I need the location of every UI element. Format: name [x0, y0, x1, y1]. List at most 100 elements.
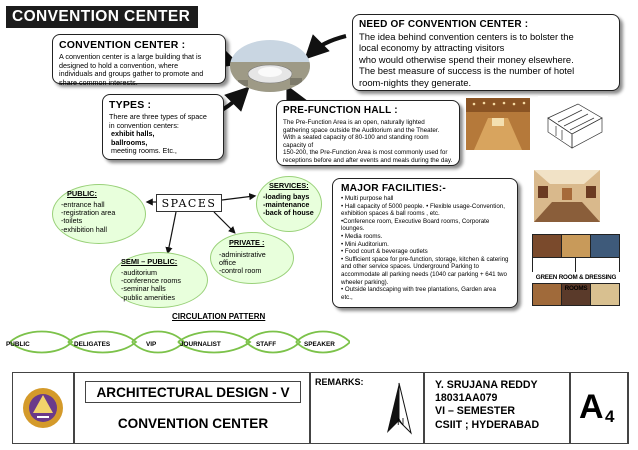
college-logo-icon — [23, 388, 63, 428]
prefunction-line: gathering space outside the Auditorium a… — [283, 126, 440, 134]
semi-public-item: -seminar halls — [121, 284, 166, 294]
student-id: 18031AA079 — [435, 392, 498, 405]
major-facilities-box: MAJOR FACILITIES:- • Multi purpose hall … — [332, 178, 518, 308]
private-heading: PRIVATE : — [229, 238, 265, 247]
student-cell: Y. SRUJANA REDDY 18031AA079 VI – SEMESTE… — [424, 372, 570, 444]
north-arrow-icon — [387, 382, 412, 435]
facility-line: • Outside landscaping with tree plantati… — [341, 286, 496, 301]
prefunction-line: 150-200, the Pre-Function Area is most c… — [283, 149, 448, 157]
need-heading: NEED OF CONVENTION CENTER : — [359, 19, 529, 30]
prefunction-text: The Pre-Function Area is an open, natura… — [283, 119, 453, 165]
green-room-caption: GREEN ROOM & DRESSING ROOMS — [532, 272, 620, 292]
semi-public-bubble: SEMI – PUBLIC: -auditorium -conference r… — [110, 252, 208, 308]
green-room-photo-collage: GREEN ROOM & DRESSING ROOMS — [532, 234, 620, 306]
prefunction-line: The Pre-Function Area is an open, natura… — [283, 119, 425, 126]
facility-line: • Media rooms. — [341, 232, 383, 240]
sheet-letter: A — [579, 388, 604, 426]
public-item: -entrance hall — [61, 200, 105, 209]
semester: VI – SEMESTER — [435, 405, 516, 418]
public-item: -registration area — [61, 208, 116, 218]
definition-heading: CONVENTION CENTER : — [59, 39, 186, 51]
private-item: -control room — [219, 266, 262, 276]
exhibition-hall-photo — [534, 170, 600, 222]
title-block: ARCHITECTURAL DESIGN - V CONVENTION CENT… — [12, 372, 629, 444]
need-line: The idea behind convention centers is to… — [359, 31, 574, 42]
course-name: ARCHITECTURAL DESIGN - V — [85, 381, 301, 403]
facilities-list: • Multi purpose hall • Hall capacity of … — [341, 195, 509, 301]
types-item: ballrooms, — [111, 137, 148, 147]
circulation-title: CIRCULATION PATTERN — [172, 312, 266, 321]
convention-center-aerial-photo — [230, 40, 310, 92]
remarks-label: REMARKS: — [315, 377, 364, 387]
services-item: -maintenance — [263, 200, 310, 210]
need-line: room-nights they generate. — [359, 76, 472, 88]
types-box: TYPES : There are three types of space i… — [102, 94, 224, 160]
spaces-label: SPACES — [156, 194, 222, 212]
hall-plan-drawing — [538, 96, 608, 154]
definition-line: designed to hold a convention, where — [59, 60, 179, 70]
facility-line: • Mini Auditorium. — [341, 240, 389, 248]
circulation-label: STAFF — [256, 341, 277, 348]
sheet-cell: A 4 — [570, 372, 629, 444]
public-item: -exhibition hall — [61, 224, 107, 234]
facility-line: •Conference room, Executive Board rooms,… — [341, 217, 490, 225]
page-title: CONVENTION CENTER — [6, 6, 198, 28]
facility-line: • Sufficient space for pre-function, sto… — [341, 255, 509, 263]
semi-public-item: -auditorium — [121, 268, 157, 277]
student-name: Y. SRUJANA REDDY — [435, 379, 538, 391]
semi-public-heading: SEMI – PUBLIC: — [121, 257, 178, 266]
circulation-label: SPEAKER — [304, 341, 335, 348]
services-item: -loading bays — [263, 192, 310, 201]
private-item: office — [219, 258, 237, 268]
prefunction-line: With a seated capacity of 80-100 and sta… — [283, 134, 429, 149]
facility-line: and other service spaces. Underground Pa… — [341, 263, 479, 271]
need-of-convention-center-box: NEED OF CONVENTION CENTER : The idea beh… — [352, 14, 620, 91]
circulation-label: VIP — [146, 341, 157, 348]
prefunction-line: receptions before and after events and m… — [283, 156, 453, 164]
public-heading: PUBLIC: — [67, 189, 97, 198]
logo-cell — [12, 372, 74, 444]
types-text: There are three types of space in conven… — [109, 112, 217, 156]
prefunction-heading: PRE-FUNCTION HALL : — [283, 105, 398, 116]
need-line: local economy by attracting visitors — [359, 42, 505, 54]
circulation-diagram — [9, 330, 350, 354]
definition-line: share common interests. — [59, 77, 138, 87]
circulation-label: DELIGATES — [74, 341, 111, 348]
private-bubble: PRIVATE : -administrative office -contro… — [210, 232, 294, 284]
circulation-label: JOURNALIST — [180, 341, 221, 348]
definition-line: individuals and groups gather to promote… — [59, 69, 204, 79]
services-item: -back of house — [263, 208, 314, 218]
services-heading: SERVICES: — [269, 181, 309, 190]
public-spaces-bubble: PUBLIC: -entrance hall -registration are… — [52, 184, 146, 244]
definition-line: A convention center is a large building … — [59, 52, 202, 61]
facility-line: • Food court & beverage outlets — [341, 248, 428, 256]
circulation-label: PUBLIC — [6, 341, 30, 348]
sheet-number: 4 — [605, 407, 615, 426]
semi-public-item: -conference rooms — [121, 276, 181, 286]
types-line: There are three types of space — [109, 112, 207, 121]
public-item: -toilets — [61, 216, 83, 226]
types-item: exhibit halls, — [111, 129, 155, 139]
project-name: CONVENTION CENTER — [117, 416, 269, 431]
course-cell: ARCHITECTURAL DESIGN - V CONVENTION CENT… — [74, 372, 310, 444]
need-text: The idea behind convention centers is to… — [359, 31, 613, 88]
services-bubble: SERVICES: -loading bays -maintenance -ba… — [256, 176, 322, 232]
types-line: in convention centers: — [109, 120, 179, 130]
definition-text: A convention center is a large building … — [59, 52, 219, 87]
facility-line: • Hall capacity of 5000 people. • Flexib… — [341, 202, 505, 210]
facility-line: exhibition spaces & ball rooms , etc. — [341, 210, 440, 218]
facilities-heading: MAJOR FACILITIES:- — [341, 183, 446, 194]
types-item: meeting rooms. Etc., — [111, 146, 177, 156]
need-line: The best measure of success is the numbe… — [359, 65, 575, 77]
facility-line: wheeler parking). — [341, 278, 389, 286]
definition-box: CONVENTION CENTER : A convention center … — [52, 34, 226, 87]
student-details: Y. SRUJANA REDDY 18031AA079 VI – SEMESTE… — [435, 379, 559, 432]
college: CSIIT ; HYDERABAD — [435, 418, 540, 431]
facility-line: lounges. — [341, 225, 365, 233]
types-heading: TYPES : — [109, 99, 152, 111]
facility-line: accommodate all parking needs (1040 car … — [341, 270, 507, 278]
prefunction-hall-photo — [466, 98, 530, 150]
remarks-cell: REMARKS: N — [310, 372, 424, 444]
need-line: who would otherwise spend their money el… — [359, 53, 574, 65]
private-item: -administrative — [219, 250, 266, 259]
